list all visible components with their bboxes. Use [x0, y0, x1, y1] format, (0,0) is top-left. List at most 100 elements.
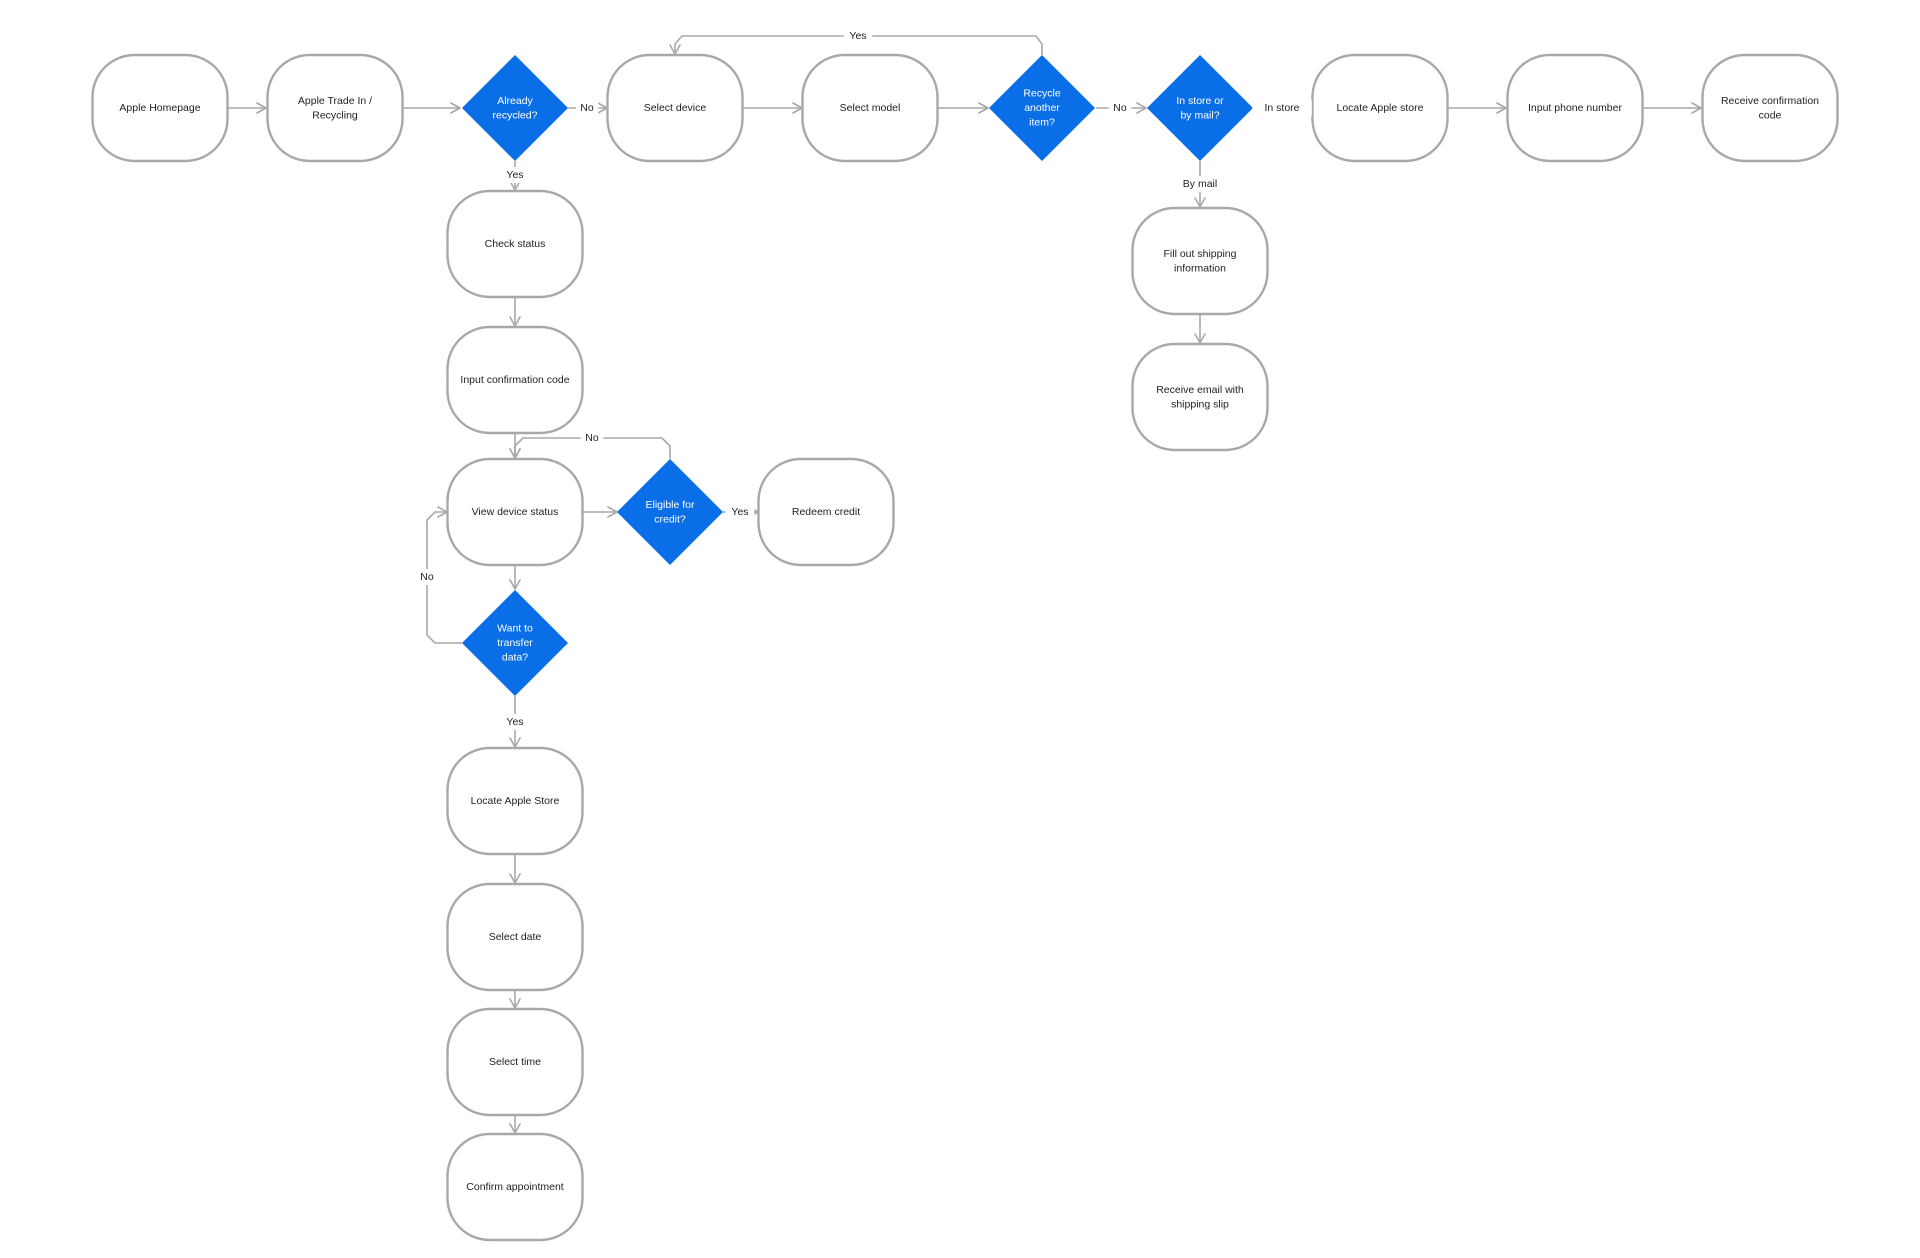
- process-box: [446, 457, 584, 567]
- step-label: Select model: [840, 102, 901, 114]
- edge-label-no: No: [580, 430, 604, 446]
- step-label-line: Receive email with: [1156, 384, 1244, 396]
- edge-label-text: No: [585, 432, 599, 444]
- decision-diamond: [462, 590, 568, 696]
- step-label-line: Input phone number: [1528, 102, 1622, 114]
- step-label-line: Locate Apple Store: [471, 795, 560, 807]
- process-box: [1701, 53, 1839, 163]
- edges-layer: [227, 35, 1702, 1134]
- process-box: [446, 1132, 584, 1242]
- step-label-line: Select device: [644, 102, 707, 114]
- step-label: Locate Apple Store: [471, 795, 560, 807]
- edge-label-text: In store: [1264, 102, 1299, 114]
- step-apple-homepage: Apple Homepage: [91, 53, 229, 163]
- edge-label-background: [580, 430, 604, 446]
- decision-label-line: by mail?: [1180, 109, 1219, 121]
- step-label: Input phone number: [1528, 102, 1622, 114]
- edge-label-no: No: [575, 100, 599, 116]
- step-label-line: Select date: [489, 931, 542, 943]
- step-label-line: Input confirmation code: [460, 374, 569, 386]
- step-view-device-status: View device status: [446, 457, 584, 567]
- step-check-status: Check status: [446, 189, 584, 299]
- edge-label-in-store: In store: [1252, 100, 1312, 116]
- edge-label-text: Yes: [731, 506, 748, 518]
- decision-diamond: [989, 55, 1095, 161]
- step-label: Confirm appointment: [466, 1181, 564, 1193]
- step-trade-in: Apple Trade In / Recycling: [266, 53, 404, 163]
- process-box: [1131, 342, 1269, 452]
- decision-label-line: Already: [497, 95, 533, 107]
- step-label: Locate Apple store: [1337, 102, 1424, 114]
- process-box: [446, 746, 584, 856]
- edge-label-yes: Yes: [725, 504, 755, 520]
- edge-label-yes: Yes: [843, 28, 873, 44]
- edge-label-by-mail: By mail: [1173, 176, 1227, 192]
- step-label-line: Confirm appointment: [466, 1181, 564, 1193]
- edge-label-background: [725, 504, 755, 520]
- step-label-line: Check status: [485, 238, 546, 250]
- step-label: View device status: [472, 506, 559, 518]
- edge-label-background: [1173, 176, 1227, 192]
- decision-label-line: recycled?: [493, 109, 538, 121]
- decision-already-recycled: Already recycled?: [462, 55, 568, 161]
- step-locate-apple-store-top: Locate Apple store: [1311, 53, 1449, 163]
- edge-label-yes: Yes: [500, 167, 530, 183]
- process-box: [266, 53, 404, 163]
- step-select-time: Select time: [446, 1007, 584, 1117]
- edge-label-background: [415, 569, 439, 585]
- step-label-line: code: [1759, 109, 1782, 121]
- process-box: [757, 457, 895, 567]
- edge-label-background: [1252, 100, 1312, 116]
- decision-label: Recycle another item?: [1023, 88, 1061, 129]
- edge-label-text: Yes: [849, 30, 866, 42]
- process-box: [1311, 53, 1449, 163]
- step-label-line: shipping slip: [1171, 398, 1229, 410]
- edge-label-no: No: [415, 569, 439, 585]
- decision-label-line: Recycle: [1023, 88, 1061, 100]
- step-receive-email: Receive email with shipping slip: [1131, 342, 1269, 452]
- step-select-device: Select device: [606, 53, 744, 163]
- edge-label-background: [843, 28, 873, 44]
- edge-label-background: [500, 714, 530, 730]
- step-label: Check status: [485, 238, 546, 250]
- decision-diamond: [1147, 55, 1253, 161]
- step-label-line: Apple Trade In /: [298, 95, 372, 107]
- decision-diamond: [462, 55, 568, 161]
- decision-label: Eligible for credit?: [645, 499, 695, 526]
- edge-label-yes: Yes: [500, 714, 530, 730]
- decision-label-line: credit?: [654, 513, 686, 525]
- step-select-date: Select date: [446, 882, 584, 992]
- step-input-confirmation: Input confirmation code: [446, 325, 584, 435]
- decision-diamond: [617, 459, 723, 565]
- decision-label-line: another: [1024, 102, 1060, 114]
- step-locate-apple-store: Locate Apple Store: [446, 746, 584, 856]
- step-label-line: Select time: [489, 1056, 541, 1068]
- step-label: Receive email with shipping slip: [1156, 384, 1244, 411]
- step-label-line: Fill out shipping: [1164, 248, 1237, 260]
- edge-label-background: [500, 167, 530, 183]
- edge-label-text: By mail: [1183, 178, 1217, 190]
- decision-label-line: item?: [1029, 117, 1055, 129]
- decision-eligible-credit: Eligible for credit?: [617, 459, 723, 565]
- step-label-line: Locate Apple store: [1337, 102, 1424, 114]
- step-label-line: Recycling: [312, 109, 358, 121]
- edge-label-text: Yes: [506, 716, 523, 728]
- process-box: [446, 325, 584, 435]
- process-box: [606, 53, 744, 163]
- decision-label-line: data?: [502, 652, 528, 664]
- decision-label-line: Eligible for: [645, 499, 695, 511]
- process-box: [446, 882, 584, 992]
- step-label-line: Redeem credit: [792, 506, 860, 518]
- decision-label-line: transfer: [497, 637, 533, 649]
- step-label-line: Select model: [840, 102, 901, 114]
- process-box: [446, 189, 584, 299]
- edge-label-background: [1108, 100, 1132, 116]
